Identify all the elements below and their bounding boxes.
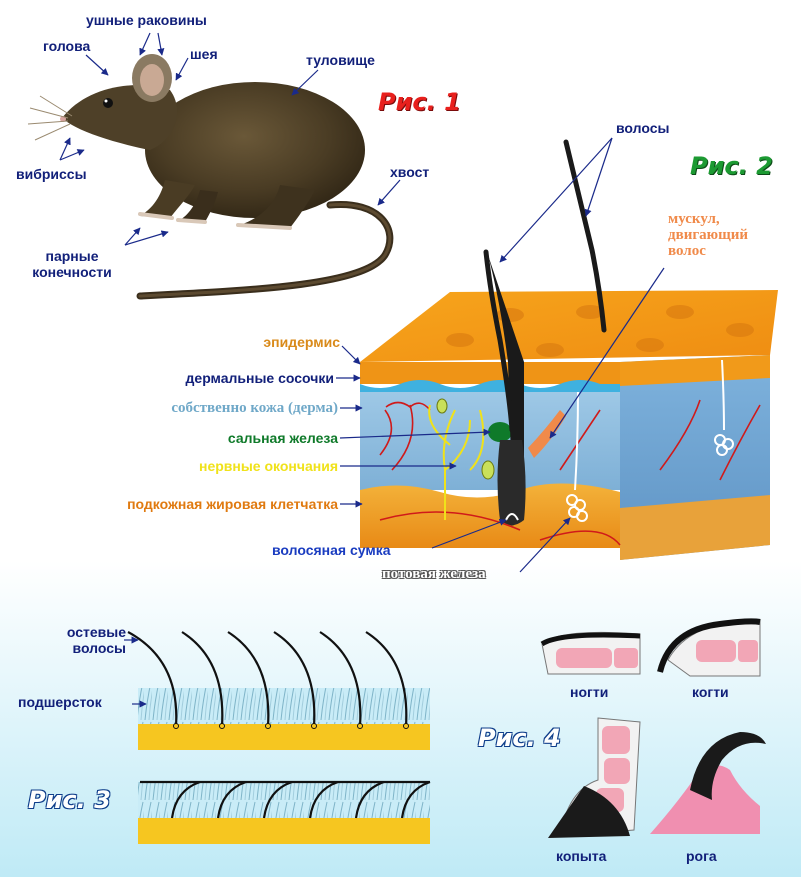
claw-illustration	[657, 618, 761, 677]
label-dermis: собственно кожа (дерма)	[171, 400, 338, 416]
label-nerves: нервные окончания	[198, 458, 338, 474]
mouse-illustration	[27, 54, 394, 300]
label-hooves: копыта	[556, 848, 607, 864]
skin-block	[360, 139, 778, 560]
fur-diagram-upright	[127, 631, 430, 750]
fur-pointers	[124, 636, 147, 708]
label-papillae: дермальные сосочки	[185, 370, 334, 386]
skin-pointers	[336, 137, 665, 573]
figure-3-title: Рис. 3	[28, 786, 111, 814]
label-nails: ногти	[570, 684, 609, 700]
figure-2-title: Рис. 2	[690, 152, 773, 180]
label-sweat-gland: потовая железа	[382, 566, 486, 582]
label-tail: хвост	[390, 164, 430, 180]
label-muscle: мускул, двигающий волос	[668, 211, 749, 259]
label-fat: подкожная жировая клетчатка	[127, 496, 338, 512]
label-guard-hairs: остевые волосы	[66, 624, 126, 657]
label-epidermis: эпидермис	[263, 334, 340, 350]
fur-diagram-flattened	[138, 780, 431, 844]
hoof-illustration	[548, 717, 641, 838]
figure-1-title: Рис. 1	[378, 88, 461, 116]
label-underfur: подшерсток	[18, 694, 102, 710]
label-sebaceous: сальная железа	[227, 430, 338, 446]
label-head: голова	[43, 38, 91, 54]
label-whiskers: вибриссы	[16, 166, 87, 182]
label-torso: туловище	[306, 52, 375, 68]
label-ears: ушные раковины	[86, 12, 207, 28]
figure-4-title: Рис. 4	[478, 724, 561, 752]
mouse-pointers	[59, 32, 401, 246]
label-limbs: парные конечности	[32, 248, 112, 281]
horn-illustration	[650, 732, 766, 834]
nail-illustration	[540, 631, 641, 675]
label-follicle: волосяная сумка	[272, 542, 391, 558]
label-neck: шея	[190, 46, 218, 62]
label-horns: рога	[686, 848, 717, 864]
label-hairs: волосы	[616, 120, 670, 136]
label-claws: когти	[692, 684, 729, 700]
